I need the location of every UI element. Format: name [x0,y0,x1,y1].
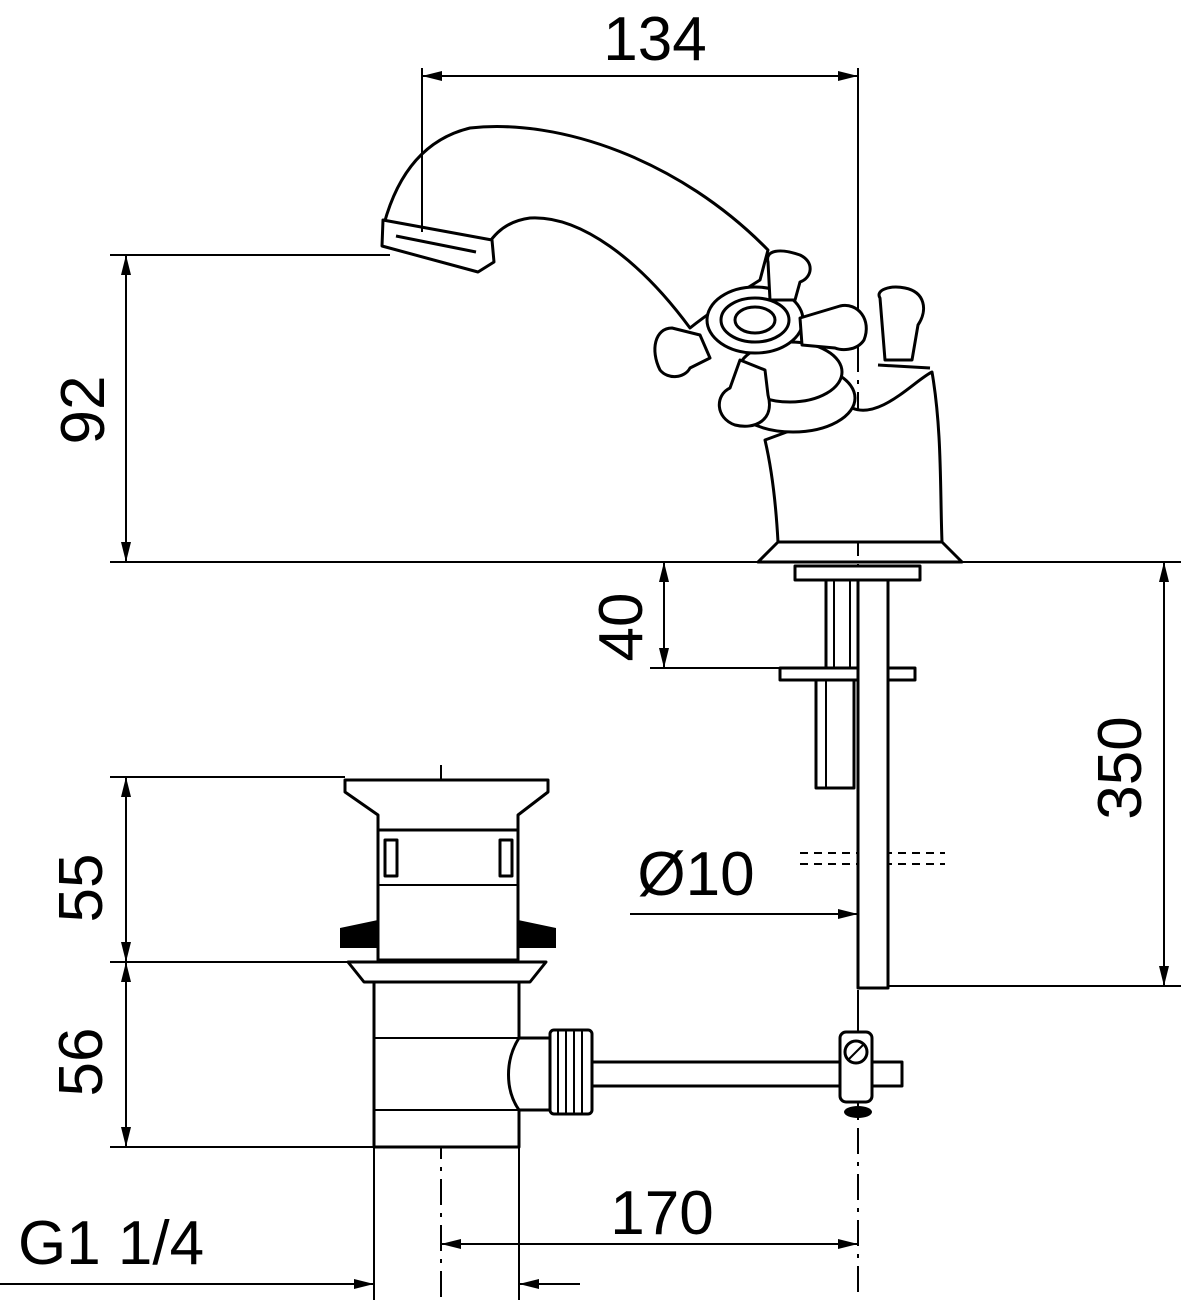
waste-nut [346,960,548,984]
dimension-labels: 134 92 40 350 Ø10 55 56 170 G1 1/4 [18,5,1155,1278]
threaded-stud [824,578,860,670]
knurled-nut [548,1028,594,1116]
dimension-lines [0,68,1181,1300]
supply-pipe [856,578,890,990]
label-134: 134 [603,5,706,74]
waste-top-flange [343,778,550,832]
handle-cap-inner [719,296,791,344]
base-flange [756,540,964,564]
waste-notch-left [383,838,399,878]
knurl-lines [557,1030,583,1114]
faucet-body [380,125,964,564]
stud-nut [814,678,856,790]
spout [382,125,770,330]
label-g1-1-4: G1 1/4 [18,1209,204,1278]
label-40: 40 [587,593,656,662]
label-170: 170 [610,1179,713,1248]
mounting-assembly [650,564,922,990]
clamp-nut [844,1106,872,1118]
waste-upper-body [376,828,520,962]
waste-lower-body [372,980,521,1149]
waste-notch-right [498,838,514,878]
handle-arm-back [766,249,812,302]
handle-arm-left [653,326,712,378]
popup-lever [877,285,926,362]
handle-arm-front [717,358,771,428]
label-56: 56 [47,1028,116,1097]
aerator-ring [395,234,477,254]
aerator [380,218,496,274]
handle-cap-center [733,305,777,335]
handle-arm-right [798,303,868,352]
popup-lever-base [877,363,931,370]
mount-washer-top [793,564,922,582]
gasket-right [518,920,556,948]
mount-washer-bottom [778,666,917,682]
pivot-outlet [507,1036,552,1112]
gasket-left [340,920,378,948]
faucet-body-shell [763,370,944,544]
label-350: 350 [1086,716,1155,819]
label-92: 92 [49,376,118,445]
label-d10: Ø10 [637,840,754,909]
waste-assembly [340,778,904,1149]
label-55: 55 [47,854,116,923]
